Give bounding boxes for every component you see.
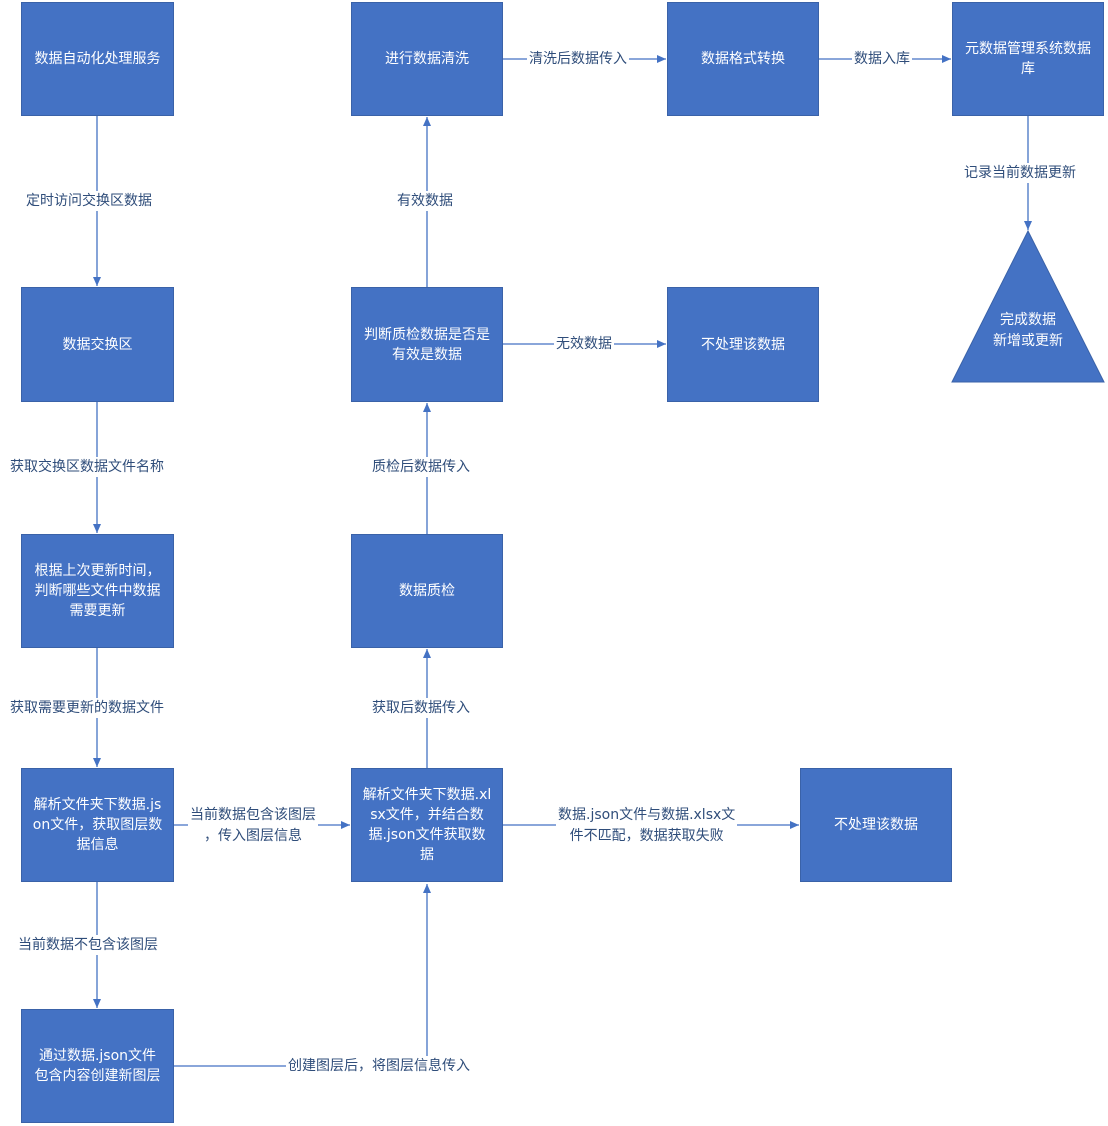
node-not-process-valid: 不处理该数据	[667, 287, 819, 402]
label-after-create: 创建图层后，将图层信息传入	[286, 1056, 472, 1076]
label-get-files: 获取需要更新的数据文件	[8, 698, 166, 718]
label-timed-access: 定时访问交换区数据	[24, 191, 154, 211]
label-contain-line-1: 当前数据包含该图层	[190, 807, 316, 823]
label-to-db: 数据入库	[852, 49, 912, 69]
node-parse-xlsx: 解析文件夹下数据.xlsx文件，并结合数据.json文件获取数据	[351, 768, 503, 882]
label-mismatch-line-2: 件不匹配，数据获取失败	[569, 828, 724, 844]
label-mismatch-line-1: 数据.json文件与数据.xlsx文	[558, 807, 736, 823]
done-line-1: 完成数据	[1000, 312, 1056, 328]
label-record-update: 记录当前数据更新	[962, 163, 1078, 183]
label-invalid: 无效数据	[554, 334, 614, 354]
node-done-text: 完成数据 新增或更新	[968, 310, 1088, 352]
node-not-process-mismatch: 不处理该数据	[800, 768, 952, 882]
node-metadata-db: 元数据管理系统数据库	[952, 2, 1104, 116]
node-create-layer: 通过数据.json文件包含内容创建新图层	[21, 1009, 174, 1123]
label-mismatch: 数据.json文件与数据.xlsx文 件不匹配，数据获取失败	[556, 805, 738, 847]
label-get-names: 获取交换区数据文件名称	[8, 457, 166, 477]
label-contain-line-2: ，传入图层信息	[204, 828, 302, 844]
node-auto-service: 数据自动化处理服务	[21, 2, 174, 116]
node-judge-update: 根据上次更新时间，判断哪些文件中数据需要更新	[21, 534, 174, 648]
node-quality-check: 数据质检	[351, 534, 503, 648]
node-parse-json: 解析文件夹下数据.json文件，获取图层数据信息	[21, 768, 174, 882]
done-triangle	[951, 229, 1105, 383]
label-after-fetch: 获取后数据传入	[370, 698, 472, 718]
node-judge-valid: 判断质检数据是否是有效是数据	[351, 287, 503, 402]
label-after-qc: 质检后数据传入	[370, 457, 472, 477]
node-clean: 进行数据清洗	[351, 2, 503, 116]
node-exchange-zone: 数据交换区	[21, 287, 174, 402]
label-after-clean: 清洗后数据传入	[527, 49, 629, 69]
label-not-contain: 当前数据不包含该图层	[16, 935, 160, 955]
node-format-convert: 数据格式转换	[667, 2, 819, 116]
label-valid: 有效数据	[395, 191, 455, 211]
edge-create-layer-to-parse-xlsx	[174, 884, 431, 1067]
label-contain: 当前数据包含该图层 ，传入图层信息	[188, 805, 318, 847]
done-line-2: 新增或更新	[993, 333, 1063, 349]
